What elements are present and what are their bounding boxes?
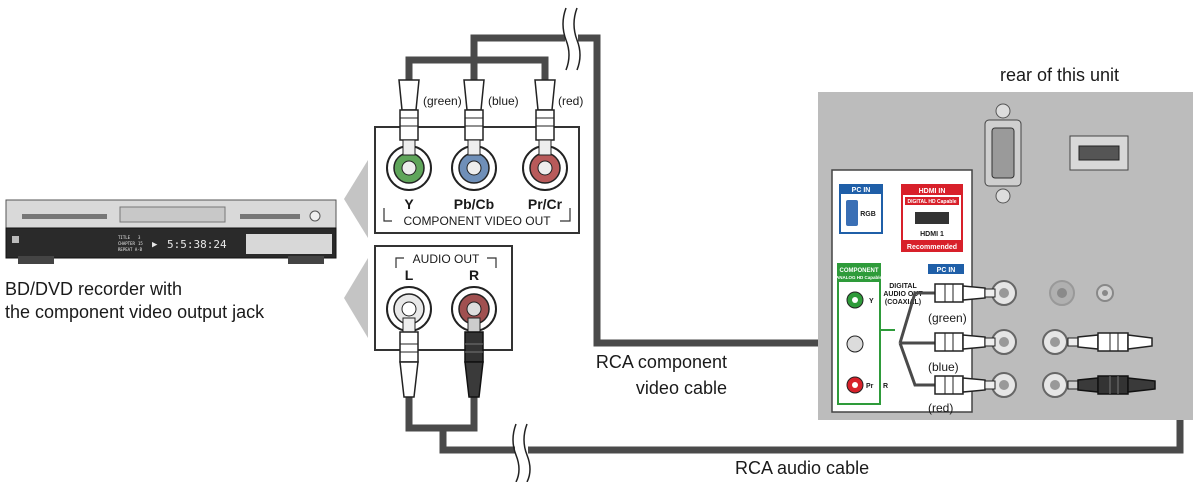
jack-pb <box>451 145 497 191</box>
digital-audio-out-section: DIGITAL AUDIO OUT (COAXIAL) <box>879 283 923 331</box>
tv-plug-red-label: (red) <box>928 401 953 415</box>
hdmi-in-section: HDMI IN DIGITAL HD Capable HDMI 1 Recomm… <box>901 184 963 252</box>
tv-y-label: Y <box>869 298 874 305</box>
rear-of-unit-label: rear of this unit <box>1000 65 1119 85</box>
vga-port-icon <box>984 103 1022 204</box>
jack-y-label: Y <box>404 196 414 212</box>
display-chapter-num: 15 <box>138 241 143 246</box>
rgb-label: RGB <box>860 211 876 218</box>
display-chapter: CHAPTER <box>118 241 135 246</box>
bd-dvd-recorder: TITLE CHAPTER REPEAT A-B 3 15 ▶ 5:5:38:2… <box>5 199 337 264</box>
tv-r-label: R <box>883 383 888 390</box>
component-cable-break <box>562 7 581 71</box>
tv-plug-green <box>934 283 996 303</box>
plug-red-label: (red) <box>558 94 583 108</box>
component-cable-fanout <box>898 291 935 387</box>
pc-in-2-label: PC IN <box>937 267 956 274</box>
component-plug-green <box>398 79 420 156</box>
plug-green-label: (green) <box>423 94 462 108</box>
analog-hd-label: ANALOG HD Capable <box>836 275 883 280</box>
jack-y <box>386 145 432 191</box>
tv-component-section: COMPONENT ANALOG HD Capable Y Pr R <box>836 263 888 405</box>
device-label-line2: the component video output jack <box>5 302 265 322</box>
tv-component-label: COMPONENT <box>840 268 879 274</box>
component-plug-blue <box>463 79 485 156</box>
tv-pr-label: Pr <box>866 383 874 390</box>
tv-jack-row3 <box>991 372 1068 398</box>
plug-blue-label: (blue) <box>488 94 519 108</box>
component-plug-red <box>534 79 556 156</box>
tv-plug-green-label: (green) <box>928 311 967 325</box>
component-cable-label-line2: video cable <box>636 378 727 398</box>
jack-pb-label: Pb/Cb <box>454 196 494 212</box>
jack-r <box>451 286 497 332</box>
audio-plug-red <box>464 317 484 398</box>
tv-audio-plug-white <box>1067 332 1153 352</box>
tv-plug-blue <box>934 332 996 352</box>
tv-plug-blue-label: (blue) <box>928 360 959 374</box>
tv-rear-panel: PC IN RGB HDMI IN DIGITAL HD Capable HDM… <box>818 92 1193 420</box>
audio-cable-break <box>512 423 531 482</box>
tv-jack-row2 <box>991 329 1068 355</box>
audio-out-caption: AUDIO OUT <box>413 252 480 266</box>
jack-pr <box>522 145 568 191</box>
tv-plug-red <box>934 375 996 395</box>
device-label-line1: BD/DVD recorder with <box>5 279 182 299</box>
jack-r-label: R <box>469 267 479 283</box>
audio-pointer-triangle <box>344 258 368 338</box>
hdmi-port-icon <box>1069 135 1129 171</box>
jack-l-label: L <box>405 267 414 283</box>
hdmi-capable-label: DIGITAL HD Capable <box>908 199 957 205</box>
play-icon: ▶ <box>152 240 158 250</box>
hdmi-1-label: HDMI 1 <box>920 231 944 238</box>
component-video-out-caption: COMPONENT VIDEO OUT <box>403 214 551 228</box>
display-time: 5:5:38:24 <box>167 238 227 251</box>
recommended-label: Recommended <box>907 244 957 251</box>
audio-plug-white <box>399 317 419 398</box>
display-title: TITLE <box>118 235 131 240</box>
hdmi-in-label: HDMI IN <box>919 188 946 195</box>
pc-in-label: PC IN <box>852 187 871 194</box>
audio-cable-label: RCA audio cable <box>735 458 869 478</box>
digital-audio-label-2: AUDIO OUT <box>883 291 923 298</box>
tv-jack-row1 <box>991 280 1114 306</box>
jack-l <box>386 286 432 332</box>
digital-audio-label-3: (COAXIAL) <box>885 299 921 306</box>
pc-in-section: PC IN RGB <box>839 184 883 234</box>
digital-audio-label-1: DIGITAL <box>889 283 917 290</box>
pc-in-2-section: PC IN <box>928 264 964 274</box>
jack-pr-label: Pr/Cr <box>528 196 563 212</box>
component-cable-label-line1: RCA component <box>596 352 727 372</box>
display-repeat: REPEAT A-B <box>118 247 143 252</box>
audio-out-panel: AUDIO OUT L R <box>374 245 513 351</box>
tv-audio-plug-red <box>1067 375 1156 395</box>
display-title-num: 3 <box>138 235 141 240</box>
component-pointer-triangle <box>344 160 368 238</box>
